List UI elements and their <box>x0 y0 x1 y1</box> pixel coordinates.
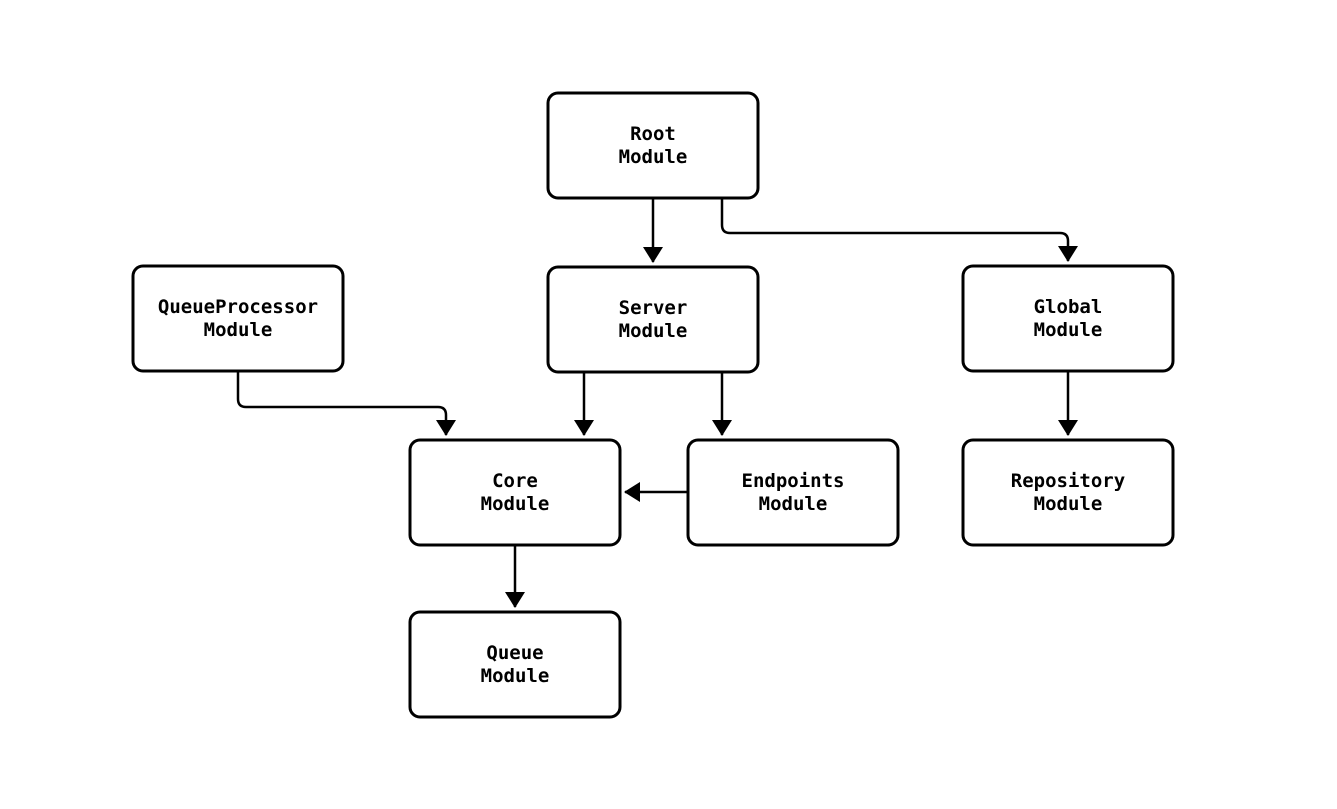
node-label-repository-line1: Repository <box>1011 470 1125 492</box>
node-label-queueprocessor-line2: Module <box>204 319 273 341</box>
edge-root-to-global <box>720 198 1078 262</box>
node-label-queueprocessor-line1: QueueProcessor <box>158 296 318 318</box>
node-box-root <box>546 91 760 200</box>
node-box-repository <box>961 438 1175 547</box>
node-label-root-line2: Module <box>619 146 688 168</box>
node-box-global <box>961 264 1175 373</box>
node-label-queue-line1: Queue <box>486 642 543 664</box>
edge-queueprocessor-to-core <box>236 371 456 436</box>
node-label-server-line2: Module <box>619 320 688 342</box>
node-box-core <box>408 438 622 547</box>
node-box-endpoints <box>686 438 900 547</box>
node-box-server <box>546 265 760 374</box>
node-label-endpoints-line2: Module <box>759 493 828 515</box>
edges-layer <box>236 198 1078 608</box>
node-label-root-line1: Root <box>630 123 676 145</box>
node-label-server-line1: Server <box>619 297 688 319</box>
node-box-queueprocessor <box>131 264 345 373</box>
node-box-queue <box>408 610 622 719</box>
node-label-repository-line2: Module <box>1034 493 1103 515</box>
node-label-global-line2: Module <box>1034 319 1103 341</box>
node-label-queue-line2: Module <box>481 665 550 687</box>
node-label-endpoints-line1: Endpoints <box>742 470 845 492</box>
nodes-layer: RootModuleQueueProcessorModuleServerModu… <box>131 91 1175 719</box>
node-label-core-line1: Core <box>492 470 538 492</box>
node-label-global-line1: Global <box>1034 296 1103 318</box>
node-label-core-line2: Module <box>481 493 550 515</box>
